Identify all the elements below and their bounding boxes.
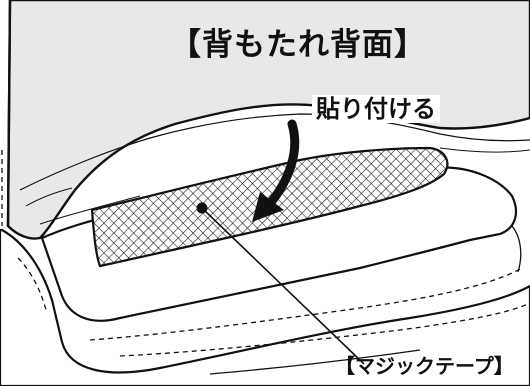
diagram-title: 【背もたれ背面】 — [170, 27, 426, 63]
seat-base-outline — [0, 228, 530, 386]
leader-dot-icon — [196, 202, 365, 365]
curved-down-arrow-icon — [252, 119, 300, 222]
backrest-wrinkle — [25, 147, 530, 225]
backrest-inner-seam — [19, 113, 530, 191]
attach-callout-label: 貼り付ける — [312, 95, 440, 123]
backrest-panel — [6, 0, 530, 240]
velcro-part-label: 【マジックテープ】 — [335, 354, 514, 378]
backrest-left-edge — [6, 0, 12, 227]
